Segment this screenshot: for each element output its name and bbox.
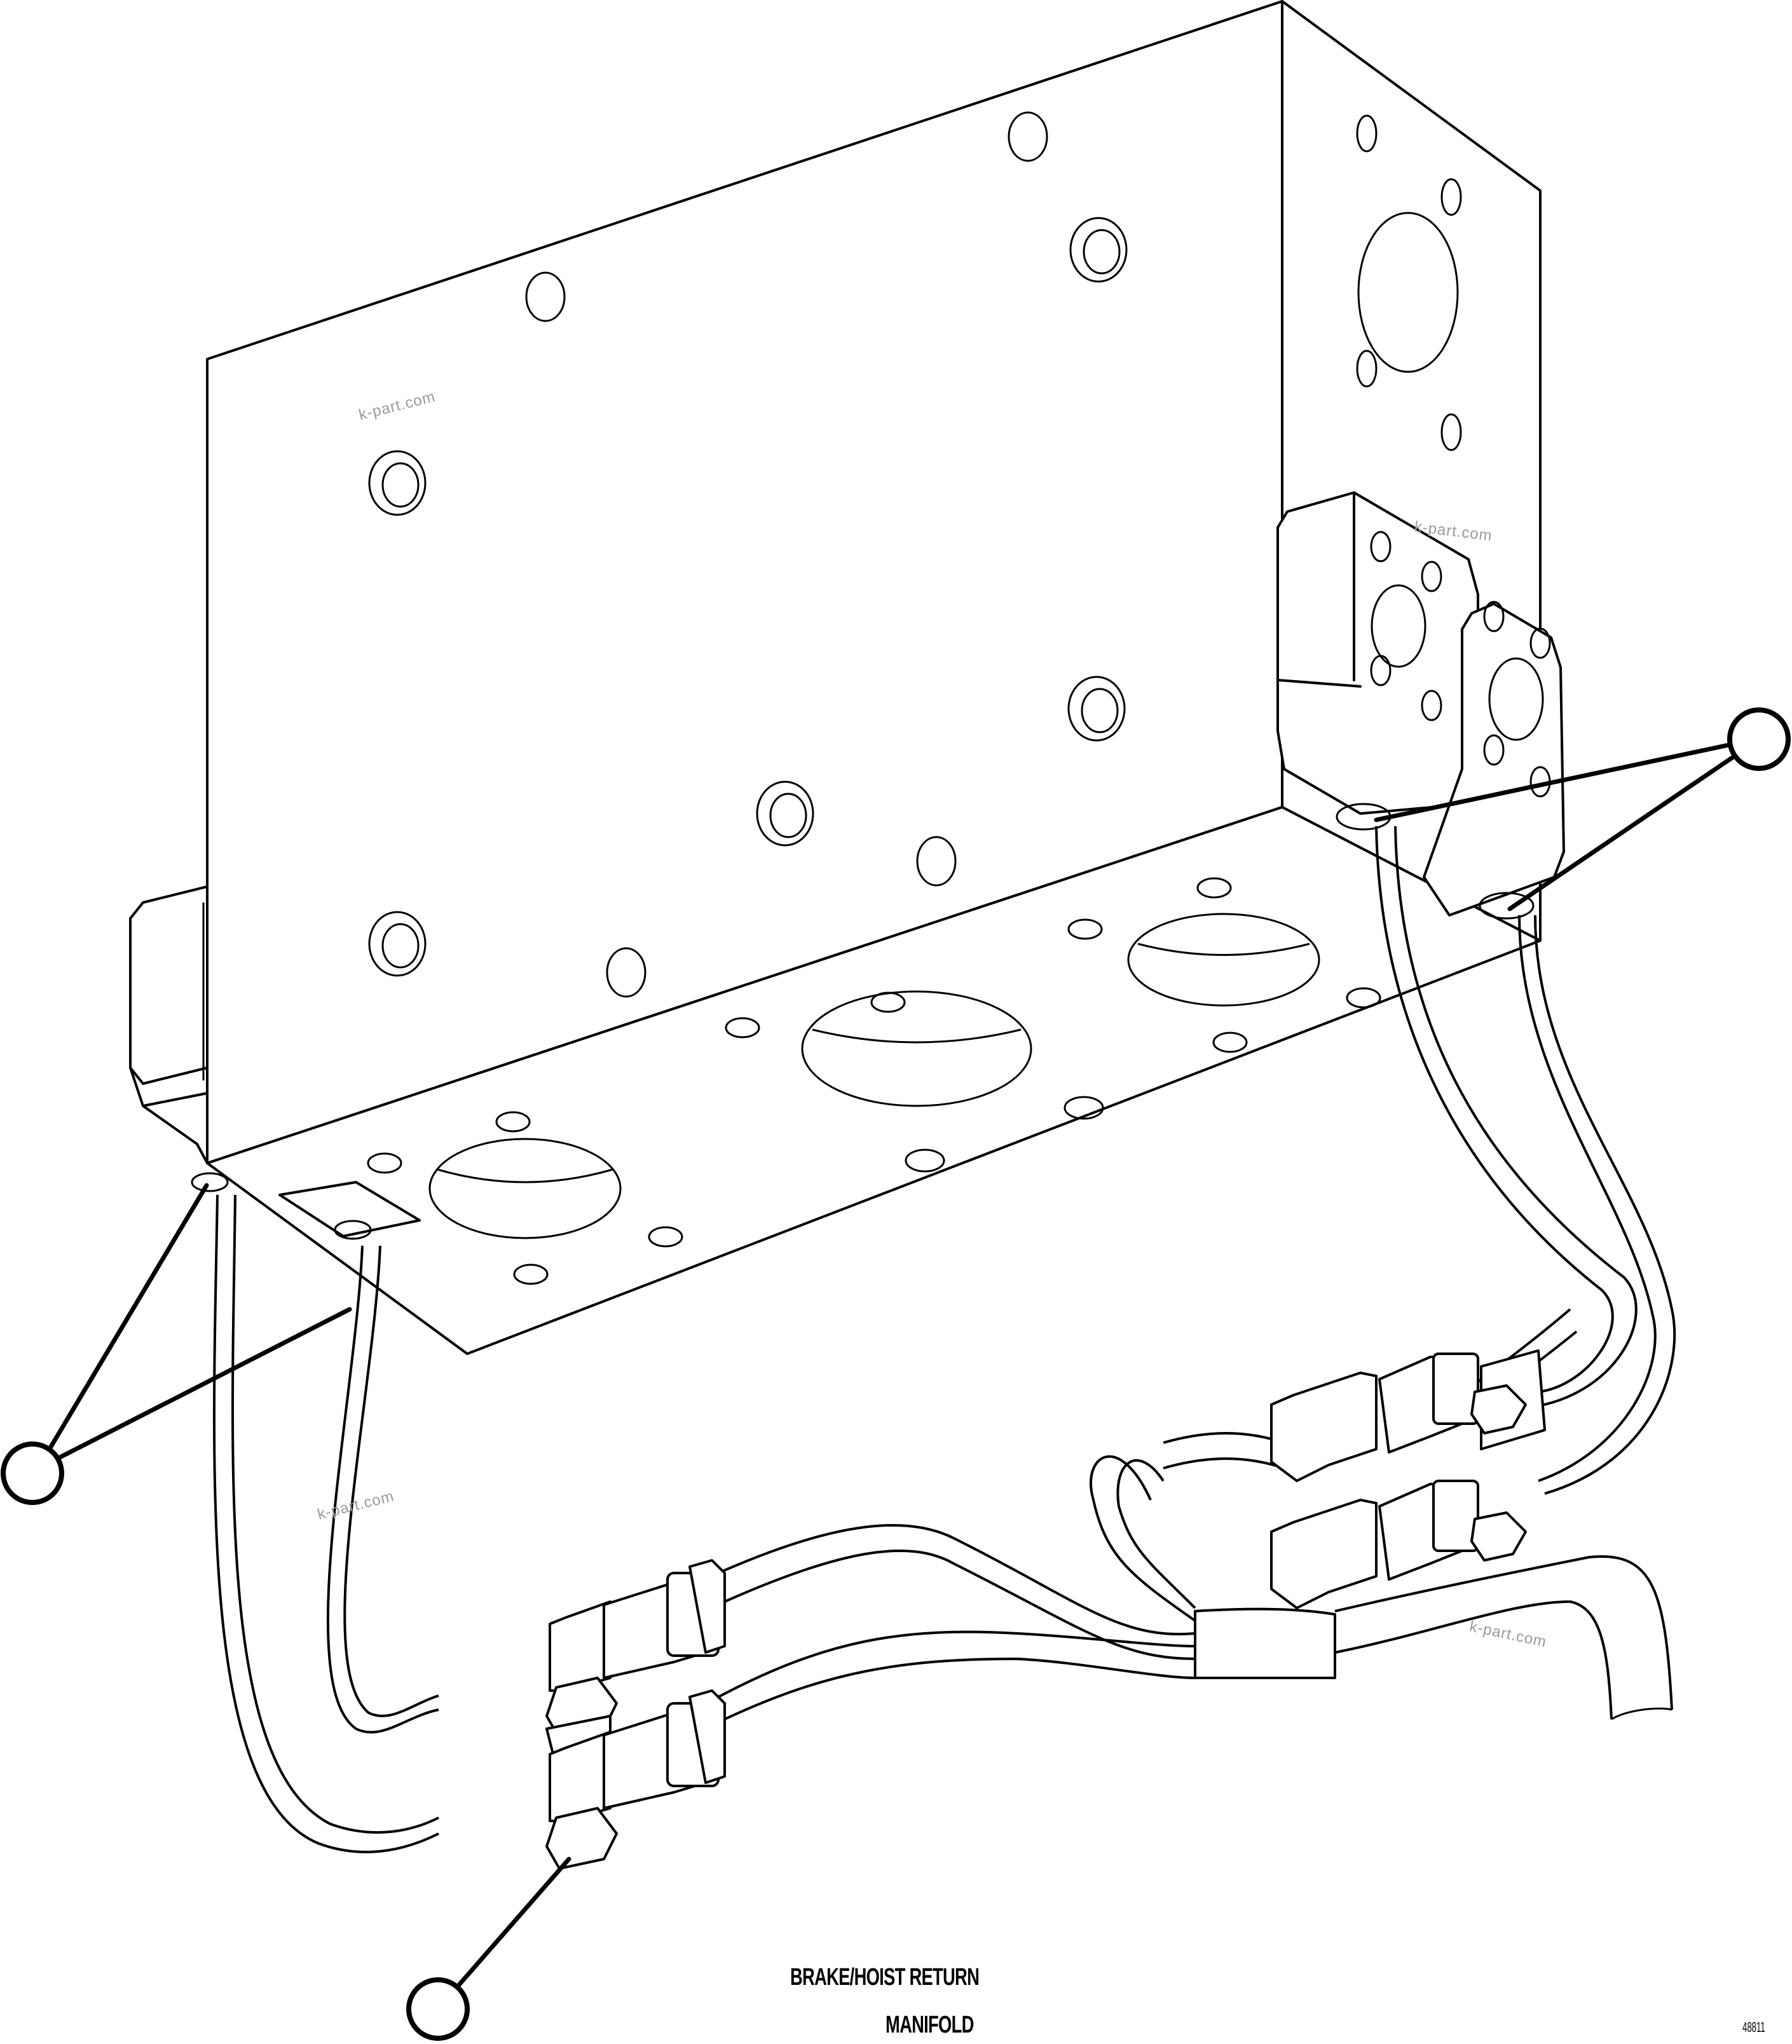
caption-line-2: MANIFOLD [886,2012,974,2038]
bottom-hole [367,1152,402,1174]
left-flange [129,885,421,1240]
bottom-port [801,990,1032,1107]
front-counterbore [1067,676,1126,742]
callout-bubble [1727,707,1791,771]
manifold-bottom-face [206,806,1542,1355]
bottom-hole [495,1111,531,1133]
bottom-hole [725,1017,760,1039]
connector-right-upper [1270,1349,1546,1482]
callout-right [1374,707,1791,911]
bottom-hole [1346,987,1381,1009]
connector-left-lower [545,1689,726,1870]
front-hole [606,947,646,998]
front-hole [916,836,957,887]
bottom-hole [1212,1032,1248,1053]
connector-left-upper [545,1559,726,1755]
right-flange-lower [1423,601,1565,920]
connector-right-lower [1270,1480,1527,1609]
front-counterbore [1069,217,1128,283]
callout-left [1,1183,352,1505]
bottom-port [428,1138,622,1239]
front-counterbore [368,911,427,977]
bottom-hole [513,1264,549,1285]
left-bracket-foot [278,1181,421,1237]
bottom-hole [905,1148,945,1173]
side-hole [1356,350,1378,388]
side-hole [1356,114,1378,153]
callout-bubble [1,1441,64,1505]
drawing-id: 48811 [1742,2019,1765,2035]
front-counterbore [368,450,427,516]
front-hole [525,271,566,322]
bottom-hole [1064,1096,1104,1120]
front-counterbore [756,780,814,847]
callout-bubble [406,1977,470,2041]
callout-bottom [406,1857,571,2041]
caption-line-1: BRAKE/HOIST RETURN [790,1964,980,1991]
bottom-hole [648,1226,683,1248]
front-hole [1008,111,1048,162]
fitting-hex [334,1220,372,1240]
wiring-harness [212,826,1676,1853]
side-port [1357,212,1459,373]
side-hole [1440,178,1462,216]
fitting-hex [191,1172,229,1192]
bottom-port [1127,913,1320,1007]
side-hole [1440,413,1462,451]
bottom-hole [870,991,906,1013]
bottom-hole [1067,918,1103,940]
bottom-hole [1196,877,1232,899]
fitting-hex [1479,892,1535,920]
